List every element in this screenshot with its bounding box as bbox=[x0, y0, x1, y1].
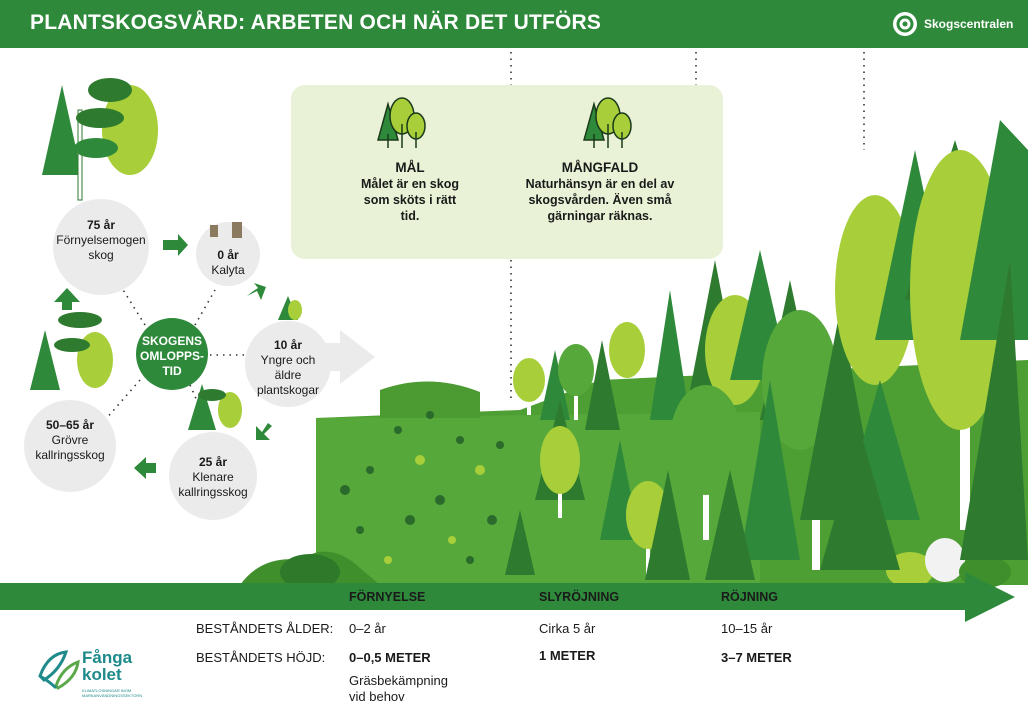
fanga-line2: kolet bbox=[82, 665, 122, 684]
age-rojning: 10–15 år bbox=[721, 621, 773, 636]
phase-slyrojning: SLYRÖJNING bbox=[539, 590, 620, 604]
timeline-arrow bbox=[0, 572, 1015, 622]
cycle-center-label: SKOGENS OMLOPPS-TID bbox=[139, 334, 204, 378]
skogscentralen-logo: Skogscentralen bbox=[892, 10, 1013, 38]
fanga-sub2: MARKANVÄNDNINGSSEKTORN bbox=[82, 693, 143, 698]
age-row-label: BESTÅNDETS ÅLDER: bbox=[196, 621, 334, 636]
fanga-sub1: KLIMATLÖSNINGAR INOM bbox=[82, 688, 132, 693]
cycle-trees bbox=[30, 78, 302, 430]
fanga-line1: Fånga bbox=[82, 648, 133, 667]
height-fornyelse: 0–0,5 METER bbox=[349, 650, 431, 665]
stage-25: 25 år Klenare kallringsskog bbox=[178, 455, 248, 499]
mature-trees bbox=[650, 120, 1028, 580]
goal-text: MÅL Målet är en skog som sköts i rätt ti… bbox=[361, 160, 459, 223]
info-box bbox=[291, 85, 723, 259]
seedlings bbox=[340, 411, 504, 564]
cycle-connectors bbox=[104, 284, 248, 431]
cycle-arrows bbox=[54, 234, 272, 479]
stage-0: 0 år Kalyta bbox=[211, 248, 245, 277]
age-fornyelse: 0–2 år bbox=[349, 621, 386, 636]
tree-icon bbox=[583, 97, 632, 148]
stage-50-65: 50–65 år Grövre kallringsskog bbox=[35, 418, 105, 462]
fanga-kolet-logo: Fånga kolet KLIMATLÖSNINGAR INOM MARKANV… bbox=[36, 646, 142, 698]
young-trees bbox=[505, 322, 690, 580]
stage-75: 75 år Förnyelsemogen skog bbox=[56, 218, 146, 262]
phase-fornyelse: FÖRNYELSE bbox=[349, 590, 426, 604]
page-title: PLANTSKOGSVÅRD: ARBETEN OCH NÄR DET UTFÖ… bbox=[30, 11, 602, 34]
phase-rojning: RÖJNING bbox=[721, 590, 778, 604]
height-slyrojning: 1 METER bbox=[539, 648, 596, 663]
tree-icon bbox=[377, 97, 426, 148]
cycle-center bbox=[136, 318, 208, 390]
height-row-label: BESTÅNDETS HÖJD: bbox=[196, 650, 326, 665]
height-rojning: 3–7 METER bbox=[721, 650, 792, 665]
meadow bbox=[240, 360, 1028, 590]
stage-10: 10 år Yngre och äldre plantskogar bbox=[256, 338, 320, 397]
age-slyrojning: Cirka 5 år bbox=[539, 621, 596, 636]
target-icon bbox=[893, 12, 917, 36]
cycle-circles bbox=[24, 199, 331, 520]
header-bar: PLANTSKOGSVÅRD: ARBETEN OCH NÄR DET UTFÖ… bbox=[0, 0, 1028, 48]
brand-name: Skogscentralen bbox=[924, 17, 1014, 31]
leaf-icon bbox=[38, 650, 80, 690]
diversity-text: MÅNGFALD Naturhänsyn är en del av skogsv… bbox=[525, 160, 675, 223]
grass-note: Gräsbekämpning vid behov bbox=[349, 673, 448, 704]
